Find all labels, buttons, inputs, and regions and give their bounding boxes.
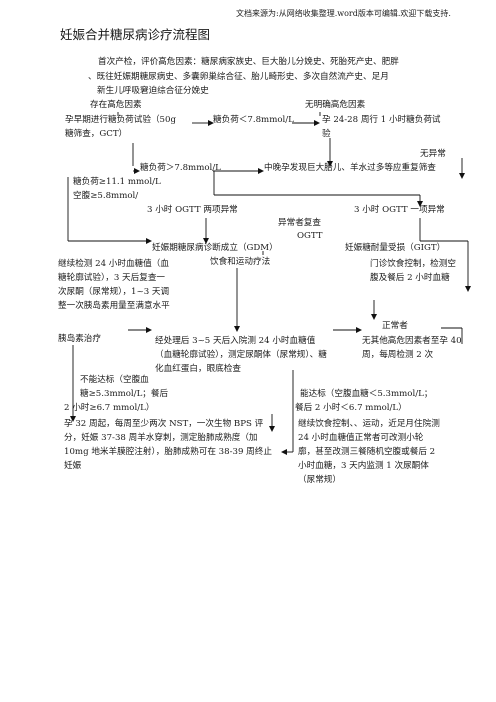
load-lt-label: 糖负荷＜7.8mmol/L <box>213 115 294 125</box>
clinic-control-block: 门诊饮食控制，检测空腹及餐后 2 小时血糖 <box>370 259 456 283</box>
continue-diet-block: 继续饮食控制、、运动，近足月住院测 24 小时血糖值正常者可改测小轮廓，甚至改测… <box>298 419 440 485</box>
wk32-monitor-block: 孕 32 周起，每周至少两次 NST，一次生物 BPS 评分，妊娠 37-38 … <box>64 419 272 471</box>
high-risk-label: 存在高危因素 <box>90 100 142 110</box>
other-risk-block: 无其他高危因素者至孕 40 周，每周检测 2 次 <box>362 336 462 360</box>
no-high-risk-label: 无明确高危因素 <box>305 100 366 110</box>
diet-exercise-label: 饮食和运动疗法 <box>210 257 271 267</box>
gdm-diagnosis-label: 妊娠期糖尿病诊断成立（GDM） <box>152 243 278 253</box>
ogtt-one-abnormal-label: 3 小时 OGTT 一项异常 <box>354 205 445 215</box>
normal-label: 正常者 <box>382 321 408 331</box>
document-source-header: 文档来源为:从网络收集整理.word版本可编辑.欢迎下载支持. <box>236 9 451 18</box>
early-gct-line-1: 孕早期进行糖负荷试验（50g <box>65 115 176 125</box>
page-title: 妊娠合并糖尿病诊疗流程图 <box>60 27 211 42</box>
not-reach-line-3: 2 小时≥6.7 mmol/L） <box>64 403 155 413</box>
intro-line-3: 新生儿呼吸窘迫综合征分娩史 <box>97 86 209 96</box>
ogtt-recheck-line-2: OGTT <box>297 231 323 241</box>
reach-line-1: 能达标（空腹血糖＜5.3mmol/L； <box>300 389 433 399</box>
monitor-block: 继续检测 24 小时血糖值（血糖轮廓试验），3 天后复查一次尿酮（尿常规），1~… <box>58 259 170 311</box>
ogtt-two-abnormal-label: 3 小时 OGTT 两项异常 <box>147 205 238 215</box>
insulin-label: 胰岛素治疗 <box>58 334 101 344</box>
intro-line-1: 首次产检，评价高危因素：糖尿病家族史、巨大胎儿分娩史、死胎死产史、肥胖 <box>98 57 399 67</box>
load-ge-line-2: 空腹≥5.8mmol/ <box>73 191 139 201</box>
no-abnormal-label: 无异常 <box>420 149 446 159</box>
late-rescreen-label: 中晚孕发现巨大胎儿、羊水过多等应重复筛查 <box>264 163 436 173</box>
wk24-test-line-1: 孕 24-28 周行 1 小时糖负荷试 <box>322 115 441 125</box>
not-reach-line-2: 糖≥5.3mmol/L；餐后 <box>80 389 169 399</box>
after-treatment-block: 经处理后 3~5 天后入院测 24 小时血糖值（血糖轮廓试验），测定尿酮体（尿常… <box>155 336 327 374</box>
early-gct-line-2: 糖筛查，GCT） <box>65 129 128 139</box>
load-gt-label: 糖负荷＞7.8mmol/L <box>140 163 221 173</box>
ogtt-recheck-line-1: 异常者复查 <box>278 218 321 228</box>
wk24-test-line-2: 验 <box>322 129 331 139</box>
reach-line-2: 餐后 2 小时＜6.7 mmol/L） <box>295 403 407 413</box>
load-ge-line-1: 糖负荷≥11.1 mmol/L <box>73 177 161 187</box>
gigt-label: 妊娠糖耐量受损（GIGT） <box>345 243 446 253</box>
not-reach-line-1: 不能达标（空腹血 <box>80 375 149 385</box>
intro-line-2: 、既往妊娠期糖尿病史、多囊卵巢综合征、胎儿畸形史、多次自然流产史、足月 <box>88 72 389 82</box>
